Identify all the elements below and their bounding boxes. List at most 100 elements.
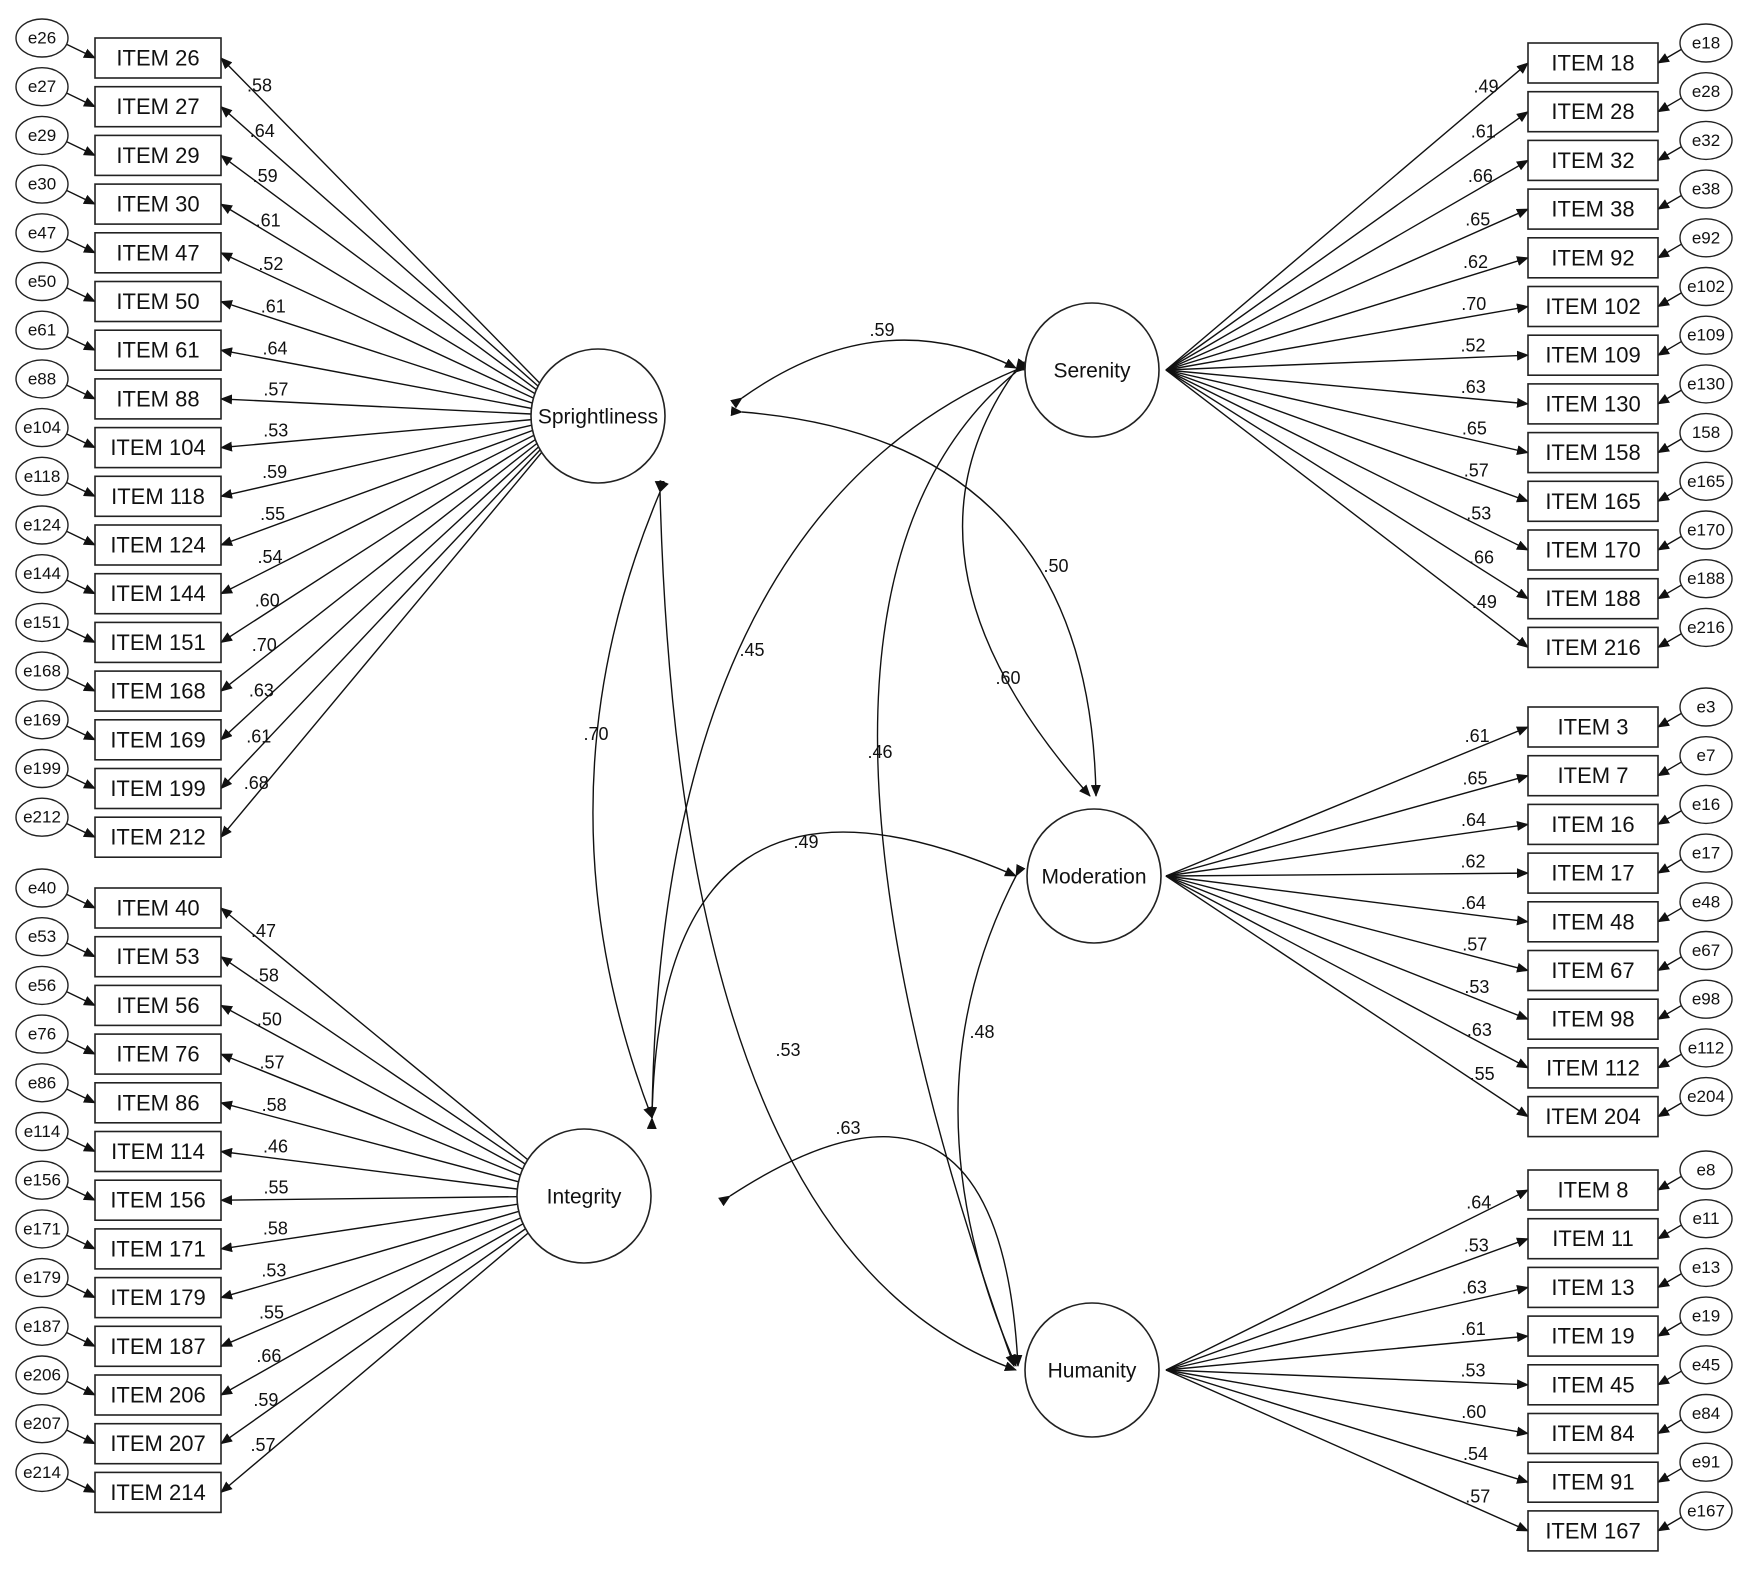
error-term — [15, 868, 69, 908]
error-arrow — [1657, 194, 1683, 210]
error-arrow — [65, 140, 96, 157]
loading-label: .53 — [1464, 1235, 1489, 1255]
loading-arrow — [1165, 369, 1529, 551]
item-box — [94, 935, 222, 978]
error-label: e45 — [1692, 1355, 1720, 1374]
error-label: e104 — [23, 418, 61, 437]
error-label: e102 — [1687, 277, 1725, 296]
error-arrow — [65, 189, 96, 205]
item-box — [94, 1276, 222, 1319]
item-label: ITEM 92 — [1551, 245, 1634, 270]
error-label: e170 — [1687, 521, 1725, 540]
item-label: ITEM 98 — [1551, 1007, 1634, 1032]
error-term — [15, 505, 69, 545]
error-label: e56 — [28, 976, 56, 995]
item-box — [1527, 852, 1659, 894]
error-arrow — [1657, 1321, 1683, 1337]
correlation-arrow — [646, 831, 1017, 1130]
item-box — [1527, 480, 1659, 523]
loading-label: .70 — [252, 635, 277, 655]
error-term — [15, 66, 69, 107]
loading-arrow — [220, 415, 573, 452]
error-label: e28 — [1692, 82, 1720, 101]
item-box — [1527, 998, 1659, 1041]
error-arrow — [1657, 809, 1683, 826]
loading-label: .60 — [255, 591, 280, 611]
factor-label-moderation: Moderation — [1041, 866, 1146, 889]
item-box — [1527, 949, 1659, 992]
item-label: ITEM 187 — [110, 1334, 205, 1359]
loading-arrow — [1165, 350, 1529, 371]
item-box — [1527, 334, 1659, 377]
item-label: ITEM 170 — [1545, 538, 1640, 563]
item-box — [94, 1179, 222, 1221]
error-arrow — [1657, 907, 1683, 923]
factor-integrity — [516, 1128, 652, 1264]
loading-arrow — [1165, 111, 1529, 371]
error-arrow — [1657, 1370, 1683, 1386]
factor-label-integrity: Integrity — [547, 1186, 622, 1209]
loading-label: .49 — [1474, 77, 1499, 97]
loading-label: .55 — [263, 1178, 288, 1198]
loading-label: .53 — [1466, 504, 1491, 524]
error-arrow — [1657, 858, 1683, 874]
loading-arrow — [220, 415, 573, 499]
item-label: ITEM 216 — [1545, 635, 1640, 660]
loading-label: .54 — [1463, 1444, 1488, 1464]
error-label: e38 — [1692, 180, 1720, 199]
error-term — [15, 797, 69, 837]
error-label: e32 — [1692, 131, 1720, 150]
item-label: ITEM 206 — [110, 1383, 205, 1408]
loading-arrow — [1165, 369, 1529, 503]
error-arrow — [65, 1039, 96, 1055]
error-arrow — [1657, 712, 1683, 728]
loading-arrow — [1165, 1369, 1529, 1390]
error-arrow — [1657, 1101, 1683, 1118]
loading-arrow — [1165, 62, 1529, 371]
item-label: ITEM 204 — [1545, 1104, 1640, 1129]
error-label: e188 — [1687, 569, 1725, 588]
loading-arrow — [1165, 1332, 1529, 1371]
item-box — [94, 1082, 222, 1124]
loading-arrow — [1165, 875, 1529, 1020]
error-arrow — [1657, 340, 1683, 356]
item-box — [1527, 529, 1659, 571]
error-label: e19 — [1692, 1307, 1720, 1326]
error-term — [15, 602, 69, 643]
correlation-label: .70 — [583, 724, 608, 744]
item-box — [94, 670, 222, 712]
error-term — [1679, 120, 1733, 161]
error-term — [1679, 1247, 1733, 1288]
error-term — [1679, 1345, 1733, 1385]
error-label: e88 — [28, 369, 56, 388]
error-arrow — [65, 384, 96, 400]
loading-arrow — [1165, 1284, 1529, 1371]
error-label: e67 — [1692, 941, 1720, 960]
item-label: ITEM 188 — [1545, 586, 1640, 611]
error-label: e214 — [23, 1463, 61, 1482]
item-label: ITEM 19 — [1551, 1324, 1634, 1349]
error-label: e3 — [1697, 698, 1716, 717]
error-label: e48 — [1692, 892, 1720, 911]
error-label: e17 — [1692, 844, 1720, 863]
item-box — [1527, 188, 1659, 230]
loading-label: .64 — [1466, 1192, 1491, 1212]
error-term — [1679, 266, 1733, 307]
loading-label: .53 — [261, 1260, 286, 1280]
item-label: ITEM 17 — [1551, 861, 1634, 886]
error-term — [15, 1160, 69, 1200]
loading-label: .57 — [1464, 461, 1489, 481]
item-label: ITEM 104 — [110, 435, 205, 460]
item-label: ITEM 13 — [1551, 1275, 1634, 1300]
loading-arrow — [220, 347, 573, 417]
error-label: e168 — [23, 662, 61, 681]
loading-arrow — [1165, 1189, 1529, 1371]
item-label: ITEM 109 — [1545, 343, 1640, 368]
loading-label: .58 — [263, 1219, 288, 1239]
loading-arrow — [220, 956, 573, 1197]
error-term — [1679, 882, 1733, 922]
item-label: ITEM 84 — [1551, 1421, 1634, 1446]
item-box — [94, 572, 222, 615]
item-box — [1527, 900, 1659, 943]
